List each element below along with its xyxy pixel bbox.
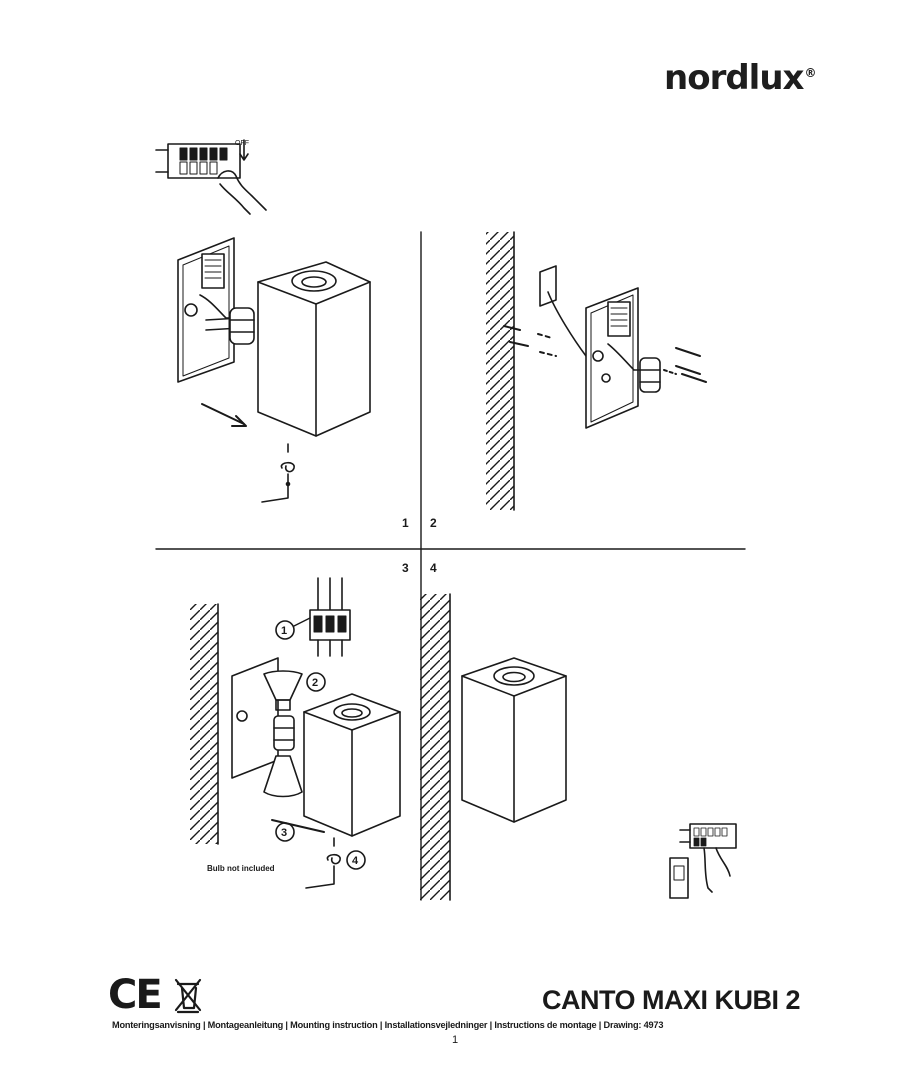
bulb-note: Bulb not included — [207, 864, 275, 873]
weee-bin-icon — [174, 978, 202, 1014]
screwdriver-icon — [305, 837, 341, 889]
callout-2 — [306, 672, 326, 692]
callout-1 — [275, 620, 295, 640]
svg-text:OFF: OFF — [235, 140, 249, 147]
callout-3 — [275, 822, 295, 842]
svg-text:4: 4 — [352, 855, 359, 867]
brand-logo: nordlux® — [664, 58, 816, 98]
step-number-3: 3 — [402, 561, 409, 575]
instruction-languages: Monteringsanvisning | Montageanleitung |… — [112, 1020, 664, 1030]
callout-4 — [346, 850, 366, 870]
terminal-block — [309, 577, 351, 657]
power-switch-icon: OFF — [155, 139, 267, 215]
logo-text: nordlux — [664, 58, 804, 98]
power-switch-icon — [669, 823, 737, 899]
product-title: CANTO MAXI KUBI 2 — [541, 985, 801, 1015]
svg-text:2: 2 — [312, 677, 318, 689]
step-2-drawing — [486, 231, 707, 511]
svg-text:1: 1 — [281, 625, 287, 637]
step-number-1: 1 — [402, 516, 409, 530]
step-number-2: 2 — [430, 516, 437, 530]
page-number: 1 — [451, 1034, 459, 1046]
step-1-drawing — [177, 237, 371, 503]
step-3-drawing: 1 2 3 4 — [190, 577, 401, 889]
logo-mark: ® — [804, 66, 816, 80]
step-4-drawing — [420, 593, 567, 901]
step-number-4: 4 — [430, 561, 437, 575]
screwdriver-icon — [261, 443, 295, 503]
svg-text:3: 3 — [281, 827, 287, 839]
ce-mark: CE — [108, 972, 163, 1018]
